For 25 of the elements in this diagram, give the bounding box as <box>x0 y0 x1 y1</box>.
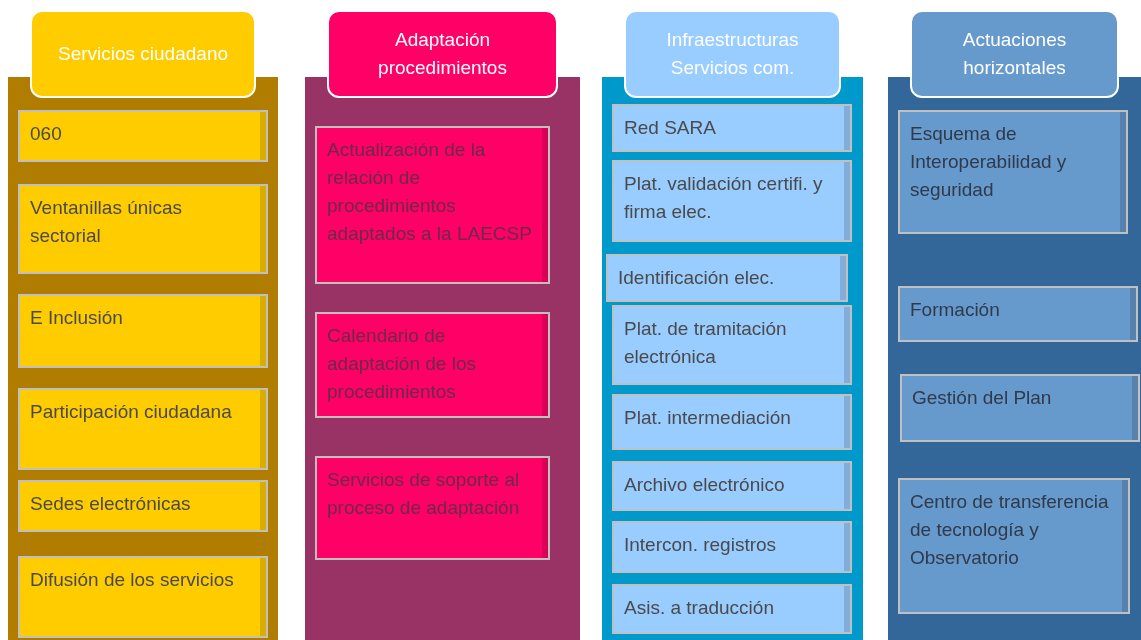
item-card: Archivo electrónico <box>612 461 852 511</box>
item-card: Plat. validación certifi. y firma elec. <box>612 160 852 242</box>
item-card: Intercon. registros <box>612 521 852 573</box>
item-card: E Inclusión <box>18 294 268 368</box>
item-card: Actualización de la relación de procedimientos adaptados a la LAECSP <box>315 126 550 284</box>
item-card: Sedes electrónicas <box>18 480 268 532</box>
item-card: 060 <box>18 110 268 162</box>
item-card: Asis. a traducción <box>612 584 852 634</box>
item-card: Gestión del Plan <box>900 374 1140 442</box>
item-card: Plat. intermediación <box>612 394 852 450</box>
item-card: Participación ciudadana <box>18 388 268 470</box>
column-header: Servicios ciudadano <box>30 10 256 98</box>
item-card: Ventanillas únicas sectorial <box>18 184 268 274</box>
item-card: Calendario de adaptación de los procedimientos <box>315 312 550 418</box>
item-card: Formación <box>898 286 1138 342</box>
column-header: Adaptación procedimientos <box>327 10 558 98</box>
item-card: Difusión de los servicios <box>18 556 268 638</box>
item-card: Identificación elec. <box>606 254 848 302</box>
item-card: Centro de transferencia de tecnología y Observatorio <box>898 478 1130 614</box>
item-card: Red SARA <box>612 104 852 152</box>
column-header: Infraestructuras Servicios com. <box>624 10 841 98</box>
item-card: Plat. de tramitación electrónica <box>612 305 852 385</box>
item-card: Servicios de soporte al proceso de adaptación <box>315 456 550 560</box>
column-header: Actuaciones horizontales <box>910 10 1119 98</box>
item-card: Esquema de Interoperabilidad y seguridad <box>898 110 1128 234</box>
